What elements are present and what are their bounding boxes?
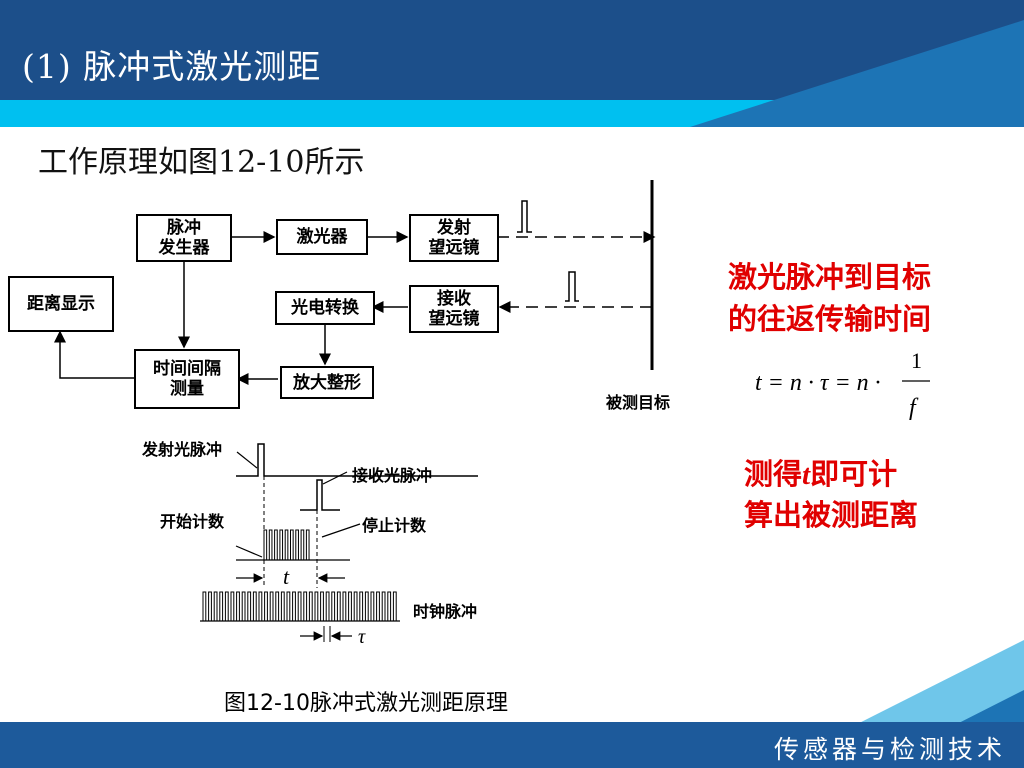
note-line-2: 的往返传输时间: [728, 302, 932, 336]
note-line-1: 激光脉冲到目标: [728, 260, 932, 294]
distance-display-block: 距离显示: [8, 276, 114, 332]
distance-formula: t = n · τ = n · 1 f: [755, 348, 930, 421]
target-label: 被测目标: [606, 393, 671, 412]
slide-title: (1) 脉冲式激光测距: [22, 47, 322, 86]
interval-measure-block: 时间间隔 测量: [134, 349, 240, 409]
amplifier-block: 放大整形: [280, 366, 374, 399]
note-measure-suffix: 即可计: [810, 457, 898, 491]
formula-denominator: f: [909, 395, 919, 421]
footer-course-title: 传感器与检测技术: [773, 735, 1006, 764]
recv-pulse-label: 接收光脉冲: [352, 466, 433, 485]
slide-subtitle: 工作原理如图12-10所示: [38, 145, 365, 180]
emit-pulse-label: 发射光脉冲: [142, 440, 223, 459]
photoelectric-block: 光电转换: [275, 291, 375, 325]
laser-block: 激光器: [276, 219, 368, 255]
count-pulses: [263, 529, 312, 561]
clock-pulse-label: 时钟脉冲: [413, 602, 478, 621]
formula-numerator: 1: [911, 348, 922, 373]
note-measure-var: t: [802, 459, 811, 491]
rx-telescope-block: 接收 望远镜: [409, 285, 499, 333]
header-background: [0, 0, 1024, 127]
clock-pulse-train: [202, 591, 399, 622]
tx-telescope-block: 发射 望远镜: [409, 214, 499, 262]
stop-count-label: 停止计数: [362, 516, 427, 535]
start-count-label: 开始计数: [160, 512, 225, 531]
pulse-generator-block: 脉冲 发生器: [136, 214, 232, 262]
note-line-3: 测得t即可计: [744, 455, 897, 494]
emit-pulse-wave: [236, 443, 478, 477]
footer-background: [0, 640, 1024, 768]
formula-lhs: t = n · τ = n ·: [755, 370, 881, 396]
tau-symbol: τ: [358, 626, 366, 648]
note-line-4: 算出被测距离: [744, 498, 919, 532]
t-symbol: t: [283, 564, 290, 589]
recv-pulse-wave: [300, 479, 340, 511]
figure-caption: 图12-10脉冲式激光测距原理: [224, 691, 508, 716]
header-bar: [0, 0, 1024, 127]
note-measure-prefix: 测得: [744, 457, 803, 491]
